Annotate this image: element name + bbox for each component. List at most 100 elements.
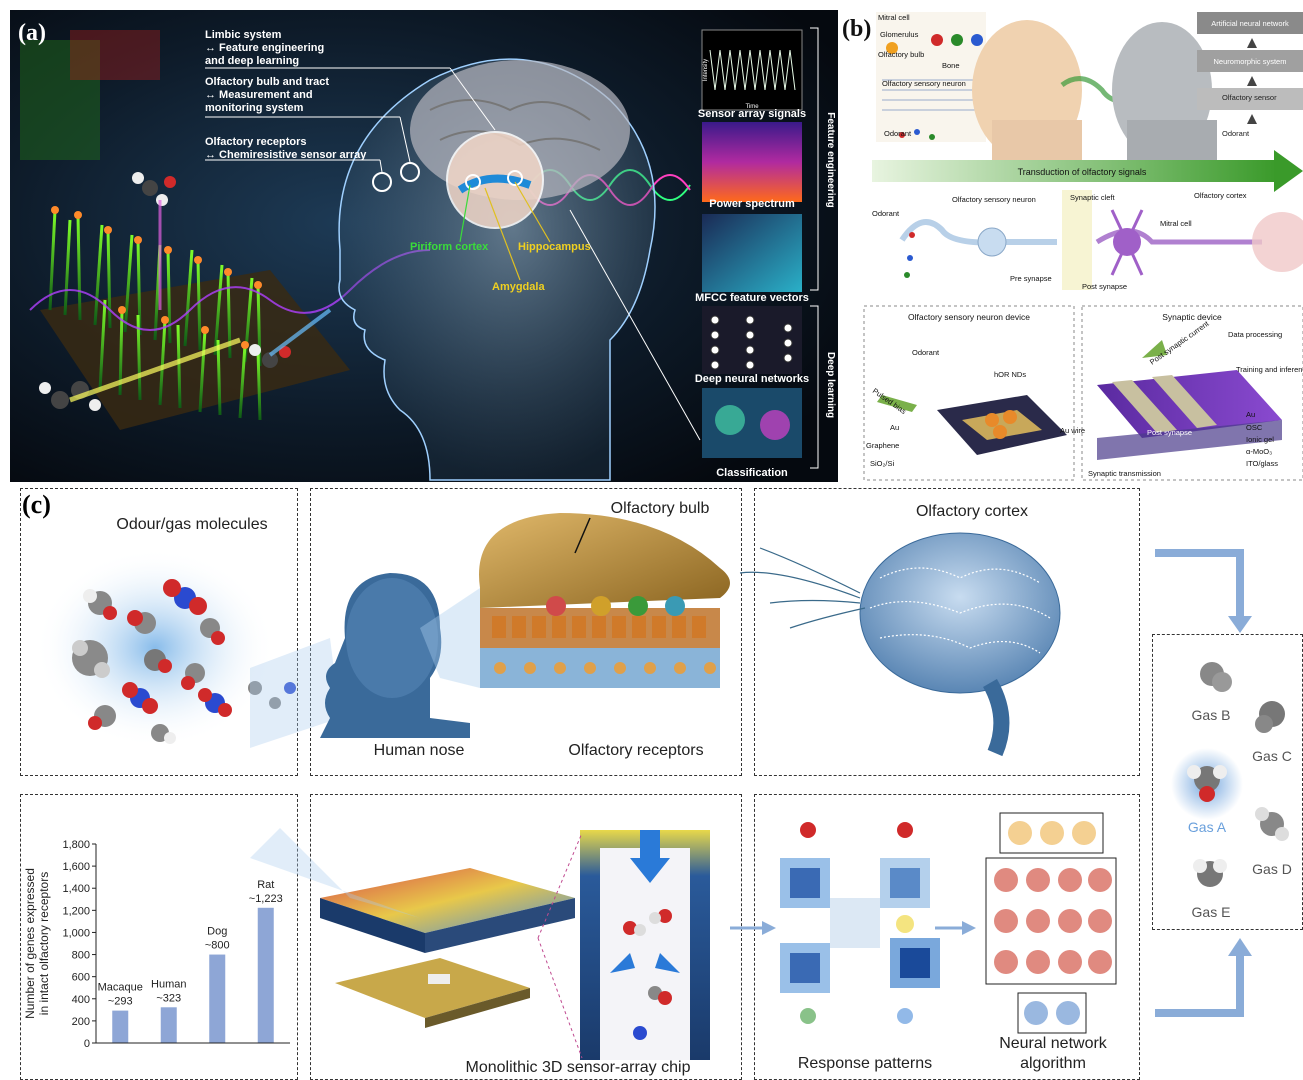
training-label: Training and inference bbox=[1236, 365, 1303, 374]
power-spectrum-label: Power spectrum bbox=[709, 198, 795, 210]
y-tick-label: 1,600 bbox=[62, 861, 90, 873]
ann-label: Artificial neural network bbox=[1211, 19, 1289, 28]
response-pattern-cubes bbox=[780, 822, 940, 1024]
sensor-pillar-zoom bbox=[537, 830, 710, 1060]
bar-category-label: Human bbox=[151, 978, 186, 990]
human-head-illustration bbox=[320, 573, 470, 738]
osn-label: Olfactory sensory neuron bbox=[952, 195, 1036, 204]
synaptic-device-layers bbox=[1097, 340, 1282, 460]
odorant3-label: Odorant bbox=[912, 348, 940, 357]
graphene-label: Graphene bbox=[866, 441, 899, 450]
olfactory-cortex-label: Olfactory cortex bbox=[1194, 191, 1247, 200]
gas-e-molecule bbox=[1193, 859, 1227, 887]
bar-dog bbox=[209, 954, 226, 1043]
gas-c-label: Gas C bbox=[1252, 748, 1292, 764]
bar-category-label: Dog bbox=[207, 926, 227, 938]
gas-a-label: Gas A bbox=[1188, 819, 1227, 835]
human-nose-label: Human nose bbox=[374, 742, 465, 759]
y-tick-label: 400 bbox=[72, 994, 90, 1006]
post-synapse-layer-label: Post synapse bbox=[1147, 428, 1192, 437]
hippocampus-label: Hippocampus bbox=[518, 241, 591, 253]
graphene-device bbox=[877, 395, 1067, 455]
panel-a: Time Intensity Feature engineering Deep … bbox=[10, 10, 838, 482]
bar-human bbox=[160, 1007, 177, 1043]
bar-rat bbox=[257, 907, 274, 1043]
bar-category-label: Rat bbox=[257, 879, 274, 891]
panel-c-bottom-illustration: Monolithic 3D sensor-array chip Response… bbox=[250, 812, 1252, 1076]
power-spectrum-plot bbox=[702, 122, 802, 202]
panel-a-label: (a) bbox=[18, 20, 46, 46]
robot-head-illustration bbox=[1112, 22, 1217, 160]
olfactory-bulb-illustration bbox=[479, 513, 730, 688]
brain-illustration bbox=[739, 532, 1061, 757]
nn-algorithm-label-1: Neural network bbox=[999, 1035, 1108, 1052]
human-face-illustration bbox=[972, 20, 1082, 160]
receptors-map-label: ↔ Chemiresistive sensor array bbox=[205, 149, 367, 161]
piriform-label: Piriform cortex bbox=[410, 241, 489, 253]
plot-ylabel: Intensity bbox=[703, 59, 709, 81]
gas-molecules bbox=[39, 172, 332, 411]
mfcc-label: MFCC feature vectors bbox=[695, 292, 809, 304]
olfactory-sensor-label: Olfactory sensor bbox=[1222, 93, 1277, 102]
panel-c-label: (c) bbox=[22, 490, 51, 519]
classification-label: Classification bbox=[716, 467, 788, 479]
mfcc-plot bbox=[702, 214, 802, 292]
odour-gas-label: Odour/gas molecules bbox=[116, 516, 267, 533]
mitral-cell2-label: Mitral cell bbox=[1160, 219, 1192, 228]
panel-b-illustration: (b) Mitral cell Glomerulus Olfactory bul… bbox=[842, 12, 1303, 481]
bulb-map2-label: monitoring system bbox=[205, 102, 304, 114]
limbic-map2-label: and deep learning bbox=[205, 55, 299, 67]
post-synapse-label: Post synapse bbox=[1082, 282, 1127, 291]
synaptic-device-label: Synaptic device bbox=[1162, 312, 1222, 322]
cortex-box bbox=[754, 488, 1140, 776]
dnn-label: Deep neural networks bbox=[695, 373, 809, 385]
bulb-map-label: ↔ Measurement and bbox=[205, 89, 313, 101]
arrow-from-nn bbox=[1155, 953, 1244, 1017]
panel-b-label: (b) bbox=[842, 16, 871, 42]
post-synaptic-current-label: Post synaptic current bbox=[1148, 319, 1211, 367]
y-tick-label: 0 bbox=[84, 1038, 90, 1050]
gas-d-molecule bbox=[1255, 807, 1289, 841]
transduction-arrow bbox=[872, 150, 1303, 192]
ionic-gel-label: Ionic gel bbox=[1246, 435, 1274, 444]
pre-synapse-label: Pre synapse bbox=[1010, 274, 1052, 283]
gas-b-label: Gas B bbox=[1192, 707, 1231, 723]
panel-b: (b) Mitral cell Glomerulus Olfactory bul… bbox=[842, 10, 1303, 482]
limbic-label: Limbic system bbox=[205, 29, 282, 41]
odour-box bbox=[20, 488, 298, 776]
hor-nds-label: hOR NDs bbox=[994, 370, 1026, 379]
sensor-signals-label: Sensor array signals bbox=[698, 108, 806, 120]
olfactory-sensory-neuron-label: Olfactory sensory neuron bbox=[882, 79, 966, 88]
au-label: Au bbox=[890, 423, 899, 432]
osc-label: OSC bbox=[1246, 423, 1263, 432]
gas-a-molecule bbox=[1187, 765, 1227, 802]
bar-value-label: ~323 bbox=[156, 992, 181, 1004]
synaptic-cleft-label: Synaptic cleft bbox=[1070, 193, 1116, 202]
neuromorphic-label: Neuromorphic system bbox=[1214, 57, 1287, 66]
arrow-to-gas bbox=[1155, 549, 1244, 618]
response-patterns-label: Response patterns bbox=[798, 1055, 932, 1072]
odorant2-label: Odorant bbox=[872, 209, 900, 218]
olfactory-cortex-label: Olfactory cortex bbox=[916, 503, 1028, 520]
y-tick-label: 1,200 bbox=[62, 905, 90, 917]
neuron-diagram bbox=[899, 190, 1303, 290]
gas-e-label: Gas E bbox=[1192, 904, 1231, 920]
olfactory-bulb-label: Olfactory bulb bbox=[878, 50, 924, 59]
y-axis-label-line-1: Number of genes expressed bbox=[23, 868, 37, 1019]
y-tick-label: 1,000 bbox=[62, 927, 90, 939]
plot-xlabel: Time bbox=[745, 104, 759, 110]
sensor-array-signals-plot: Time Intensity bbox=[701, 29, 803, 111]
gas-b-molecule bbox=[1200, 662, 1232, 692]
data-processing-label: Data processing bbox=[1228, 330, 1282, 339]
au-wire-label: Au wire bbox=[1060, 426, 1085, 435]
nn-algorithm-label-2: algorithm bbox=[1020, 1055, 1086, 1072]
odorant-label: Odorant bbox=[884, 129, 912, 138]
synaptic-transmission-label: Synaptic transmission bbox=[1088, 469, 1161, 478]
dnn-diagram bbox=[702, 306, 802, 374]
bone-label: Bone bbox=[942, 61, 960, 70]
chip-label: Monolithic 3D sensor-array chip bbox=[466, 1059, 691, 1076]
gas-c-molecule bbox=[1255, 701, 1285, 733]
y-tick-label: 600 bbox=[72, 972, 90, 984]
receptors-label: Olfactory receptors bbox=[205, 136, 306, 148]
